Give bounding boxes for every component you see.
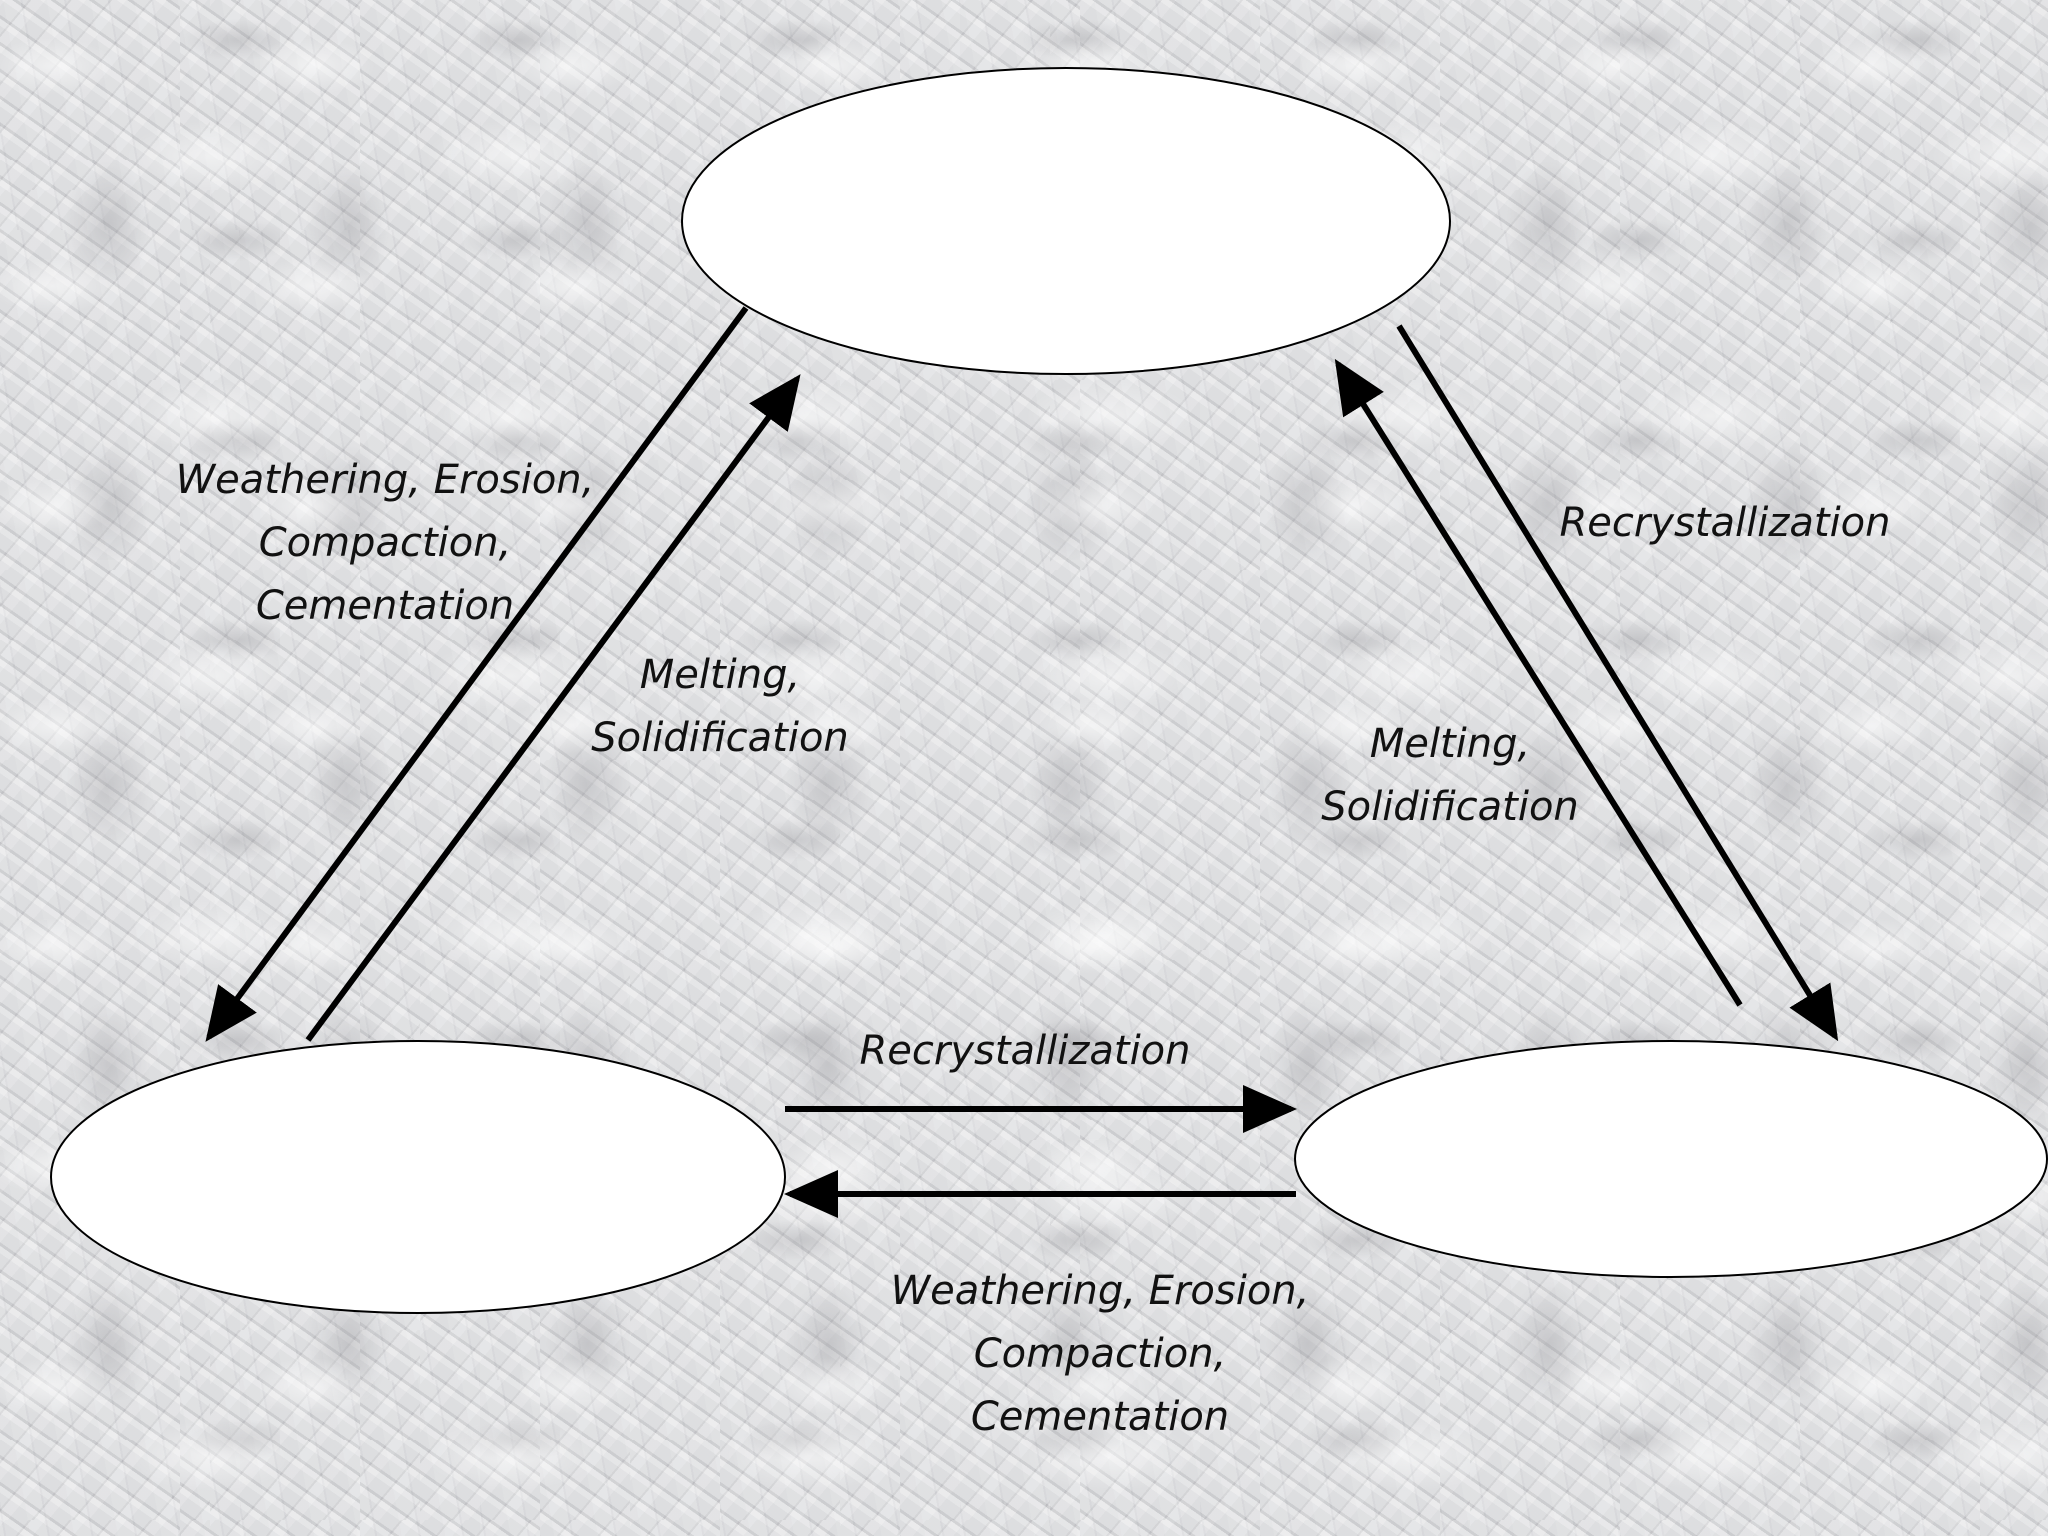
label-recrystallization-bottom: Recrystallization	[810, 1020, 1240, 1083]
arrow-bottom-right-to-top	[1334, 358, 1743, 1007]
arrow-top-to-bottom-left	[205, 306, 749, 1042]
label-line: Weathering, Erosion,	[175, 457, 595, 503]
label-line: Compaction,	[973, 1331, 1227, 1377]
label-line: Melting,	[1369, 721, 1531, 767]
label-line: Recrystallization	[859, 1028, 1191, 1074]
node-top	[681, 67, 1451, 375]
label-line: Solidification	[591, 715, 849, 761]
label-weathering-left: Weathering, Erosion, Compaction, Cementa…	[150, 449, 620, 638]
label-recrystallization-right: Recrystallization	[1510, 492, 1940, 555]
label-line: Compaction,	[258, 520, 512, 566]
label-melting-right: Melting, Solidification	[1290, 713, 1610, 839]
label-line: Weathering, Erosion,	[890, 1268, 1310, 1314]
node-bottom-right	[1294, 1040, 2048, 1278]
arrow-top-to-bottom-right	[1396, 324, 1839, 1042]
label-line: Cementation	[255, 583, 515, 629]
label-melting-left: Melting, Solidification	[560, 644, 880, 770]
label-line: Recrystallization	[1559, 500, 1891, 546]
label-line: Cementation	[970, 1394, 1230, 1440]
label-weathering-bottom: Weathering, Erosion, Compaction, Cementa…	[860, 1260, 1340, 1449]
label-line: Solidification	[1321, 784, 1579, 830]
label-line: Melting,	[639, 652, 801, 698]
arrow-bottom-left-to-top	[305, 374, 801, 1042]
node-bottom-left	[50, 1040, 786, 1314]
